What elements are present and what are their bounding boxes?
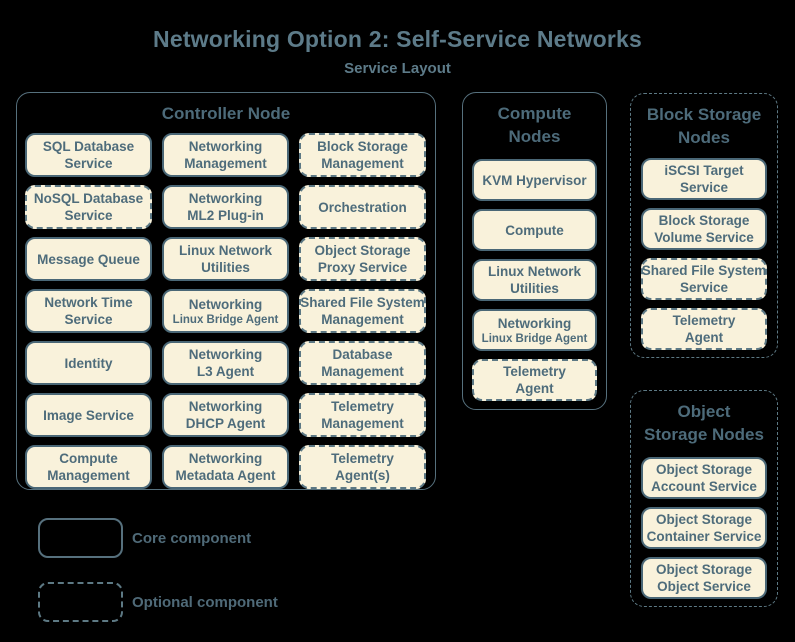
service-shared-file-system-management: Shared File System Management (299, 289, 426, 333)
service-block-storage-volume-service: Block Storage Volume Service (641, 208, 767, 250)
service-iscsi-target-service: iSCSI Target Service (641, 158, 767, 200)
service-compute-management: Compute Management (25, 445, 152, 489)
service-nosql-database-service: NoSQL Database Service (25, 185, 152, 229)
legend-core-component-label: Core component (132, 529, 252, 547)
object-storage-services-column: Object Storage Account Service Object St… (641, 457, 767, 599)
service-shared-file-system-service: Shared File System Service (641, 258, 767, 300)
compute-nodes-title: Compute Nodes (497, 104, 572, 146)
service-telemetry-management: Telemetry Management (299, 393, 426, 437)
service-network-time-service: Network Time Service (25, 289, 152, 333)
page-title: Networking Option 2: Self-Service Networ… (153, 26, 642, 52)
object-storage-nodes-title: Object Storage Nodes (644, 402, 764, 444)
service-networking-metadata-agent: Networking Metadata Agent (162, 445, 289, 489)
compute-services-column: KVM Hypervisor Compute Linux Network Uti… (472, 159, 597, 401)
service-identity: Identity (25, 341, 152, 385)
service-database-management: Database Management (299, 341, 426, 385)
service-block-storage-management: Block Storage Management (299, 133, 426, 177)
service-object-storage-account-service: Object Storage Account Service (641, 457, 767, 499)
controller-node-group: Controller Node SQL Database Service Net… (16, 92, 436, 490)
service-networking-linux-bridge-agent: Networking Linux Bridge Agent (162, 289, 289, 333)
service-linux-network-utilities: Linux Network Utilities (162, 237, 289, 281)
service-image-service: Image Service (25, 393, 152, 437)
service-telemetry-agents: Telemetry Agent(s) (299, 445, 426, 489)
service-sql-database-service: SQL Database Service (25, 133, 152, 177)
controller-services-grid: SQL Database Service Networking Manageme… (25, 133, 426, 489)
block-storage-services-column: iSCSI Target Service Block Storage Volum… (641, 158, 767, 350)
legend-optional-component-swatch (38, 582, 123, 622)
service-object-storage-proxy-service: Object Storage Proxy Service (299, 237, 426, 281)
legend-core-component-swatch (38, 518, 123, 558)
block-storage-nodes-group: Block Storage Nodes iSCSI Target Service… (630, 93, 778, 358)
service-networking-management: Networking Management (162, 133, 289, 177)
service-telemetry-agent-compute: Telemetry Agent (472, 359, 597, 401)
service-message-queue: Message Queue (25, 237, 152, 281)
service-networking-ml2-plugin: Networking ML2 Plug-in (162, 185, 289, 229)
compute-nodes-group: Compute Nodes KVM Hypervisor Compute Lin… (462, 92, 607, 410)
service-linux-network-utilities-compute: Linux Network Utilities (472, 259, 597, 301)
service-orchestration: Orchestration (299, 185, 426, 229)
controller-node-title: Controller Node (161, 104, 291, 123)
block-storage-nodes-title: Block Storage Nodes (646, 105, 762, 147)
page-subtitle: Service Layout (344, 60, 451, 77)
object-storage-nodes-group: Object Storage Nodes Object Storage Acco… (630, 390, 778, 607)
service-object-storage-object-service: Object Storage Object Service (641, 557, 767, 599)
legend-optional-component-label: Optional component (132, 593, 278, 611)
service-telemetry-agent-block: Telemetry Agent (641, 308, 767, 350)
service-compute: Compute (472, 209, 597, 251)
service-networking-linux-bridge-agent-compute: Networking Linux Bridge Agent (472, 309, 597, 351)
service-networking-l3-agent: Networking L3 Agent (162, 341, 289, 385)
service-object-storage-container-service: Object Storage Container Service (641, 507, 767, 549)
service-networking-dhcp-agent: Networking DHCP Agent (162, 393, 289, 437)
service-kvm-hypervisor: KVM Hypervisor (472, 159, 597, 201)
